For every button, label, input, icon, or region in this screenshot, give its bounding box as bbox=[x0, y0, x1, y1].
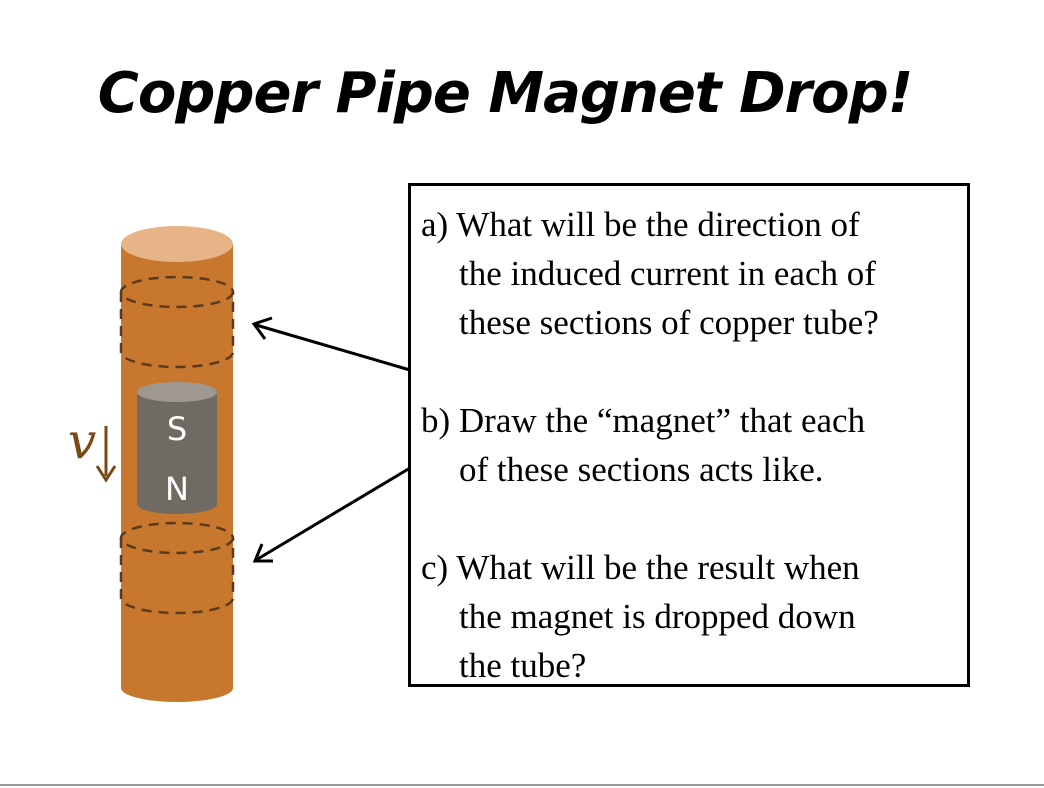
slide-title: Copper Pipe Magnet Drop! bbox=[97, 61, 914, 126]
bar-magnet: S N bbox=[137, 382, 217, 514]
pointer-arrow-lower bbox=[252, 466, 411, 563]
velocity-label: v bbox=[68, 412, 96, 470]
upper-pipe-section bbox=[119, 275, 235, 369]
question-c-line-3: the tube? bbox=[459, 646, 587, 685]
question-b-line-2: of these sections acts like. bbox=[459, 450, 824, 489]
question-box: a) What will be the direction of the ind… bbox=[408, 183, 970, 687]
velocity-arrow bbox=[95, 426, 117, 483]
question-a: a) What will be the direction of the ind… bbox=[421, 200, 967, 347]
question-c-line-2: the magnet is dropped down bbox=[459, 597, 856, 636]
magnet-north-pole: N bbox=[165, 470, 189, 508]
question-b: b) Draw the “magnet” that each of these … bbox=[421, 396, 967, 494]
bottom-divider bbox=[0, 784, 1044, 786]
question-a-line-1: a) What will be the direction of bbox=[421, 205, 860, 244]
lower-pipe-section bbox=[119, 521, 235, 615]
magnet-south-pole: S bbox=[167, 410, 187, 448]
pointer-arrow-upper bbox=[251, 316, 411, 372]
question-c-line-1: c) What will be the result when bbox=[421, 548, 860, 587]
question-c: c) What will be the result when the magn… bbox=[421, 543, 967, 690]
question-a-line-2: the induced current in each of bbox=[459, 254, 876, 293]
question-b-line-1: b) Draw the “magnet” that each bbox=[421, 401, 866, 440]
question-a-line-3: these sections of copper tube? bbox=[459, 303, 879, 342]
